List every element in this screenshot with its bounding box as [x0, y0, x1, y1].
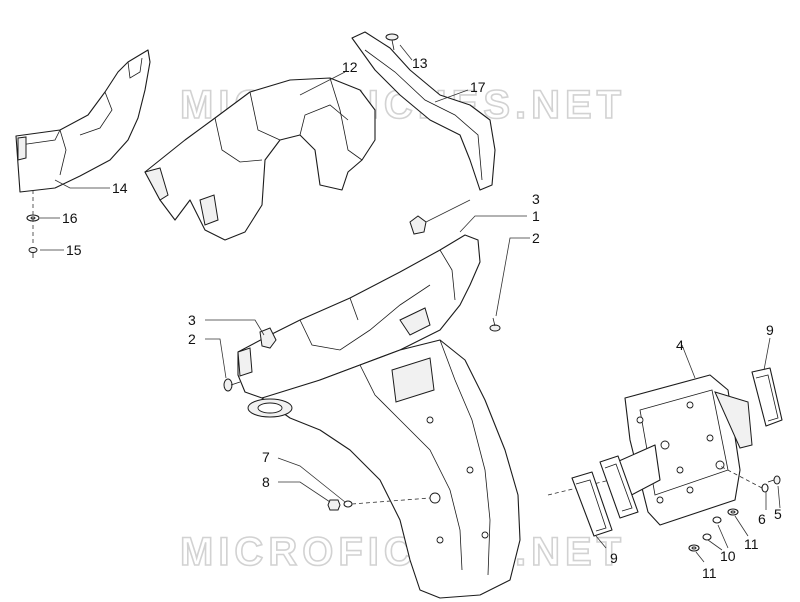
callout-15: 15 [66, 242, 82, 258]
callouts: 14 16 15 12 13 17 3 1 2 3 2 4 9 7 8 6 5 … [62, 55, 782, 581]
callout-9-lower: 9 [610, 550, 618, 566]
part-11-nut-left [688, 544, 700, 552]
part-2-screw-upper [489, 317, 501, 332]
callout-16: 16 [62, 210, 78, 226]
leader-lines [40, 44, 781, 563]
guide-line-8-1 [351, 497, 431, 505]
callout-3-upper: 3 [532, 191, 540, 207]
part-5-screw [767, 475, 781, 485]
part-3-clip-upper [409, 215, 427, 235]
part-3-clip-lower [259, 327, 277, 349]
part-13-screw [385, 33, 399, 51]
part-1-rear-mudguard [237, 234, 521, 599]
callout-4: 4 [676, 337, 684, 353]
callout-8: 8 [262, 474, 270, 490]
part-15-screw [28, 247, 38, 258]
callout-14: 14 [112, 180, 128, 196]
callout-11-right: 11 [744, 536, 759, 552]
part-14-side-cover [15, 49, 151, 193]
callout-10: 10 [720, 548, 736, 564]
callout-2-lower: 2 [188, 331, 196, 347]
callout-6: 6 [758, 511, 766, 527]
callout-7: 7 [262, 449, 270, 465]
part-10-washer [702, 516, 722, 541]
part-11-nut-right [727, 508, 739, 516]
callout-3-lower: 3 [188, 312, 196, 328]
part-8-nut [327, 499, 341, 511]
part-7-washer [343, 500, 353, 508]
guide-line-5-6 [719, 465, 763, 489]
part-9-rubber-pad-lower [571, 455, 639, 537]
part-17-rear-bracket [351, 31, 496, 191]
callout-2-upper: 2 [532, 230, 540, 246]
callout-17: 17 [470, 79, 486, 95]
part-12-inner-mudguard [144, 77, 376, 241]
watermark-bottom: MICROFICHES.NET [180, 530, 626, 574]
part-6-washer [761, 483, 769, 493]
callout-13: 13 [412, 55, 428, 71]
part-2-screw-lower [223, 378, 241, 392]
callout-11-left: 11 [702, 565, 717, 581]
callout-12: 12 [342, 59, 358, 75]
part-9-rubber-pad-upper [751, 367, 783, 427]
callout-5: 5 [774, 506, 782, 522]
callout-9-upper: 9 [766, 322, 774, 338]
callout-1: 1 [532, 208, 540, 224]
